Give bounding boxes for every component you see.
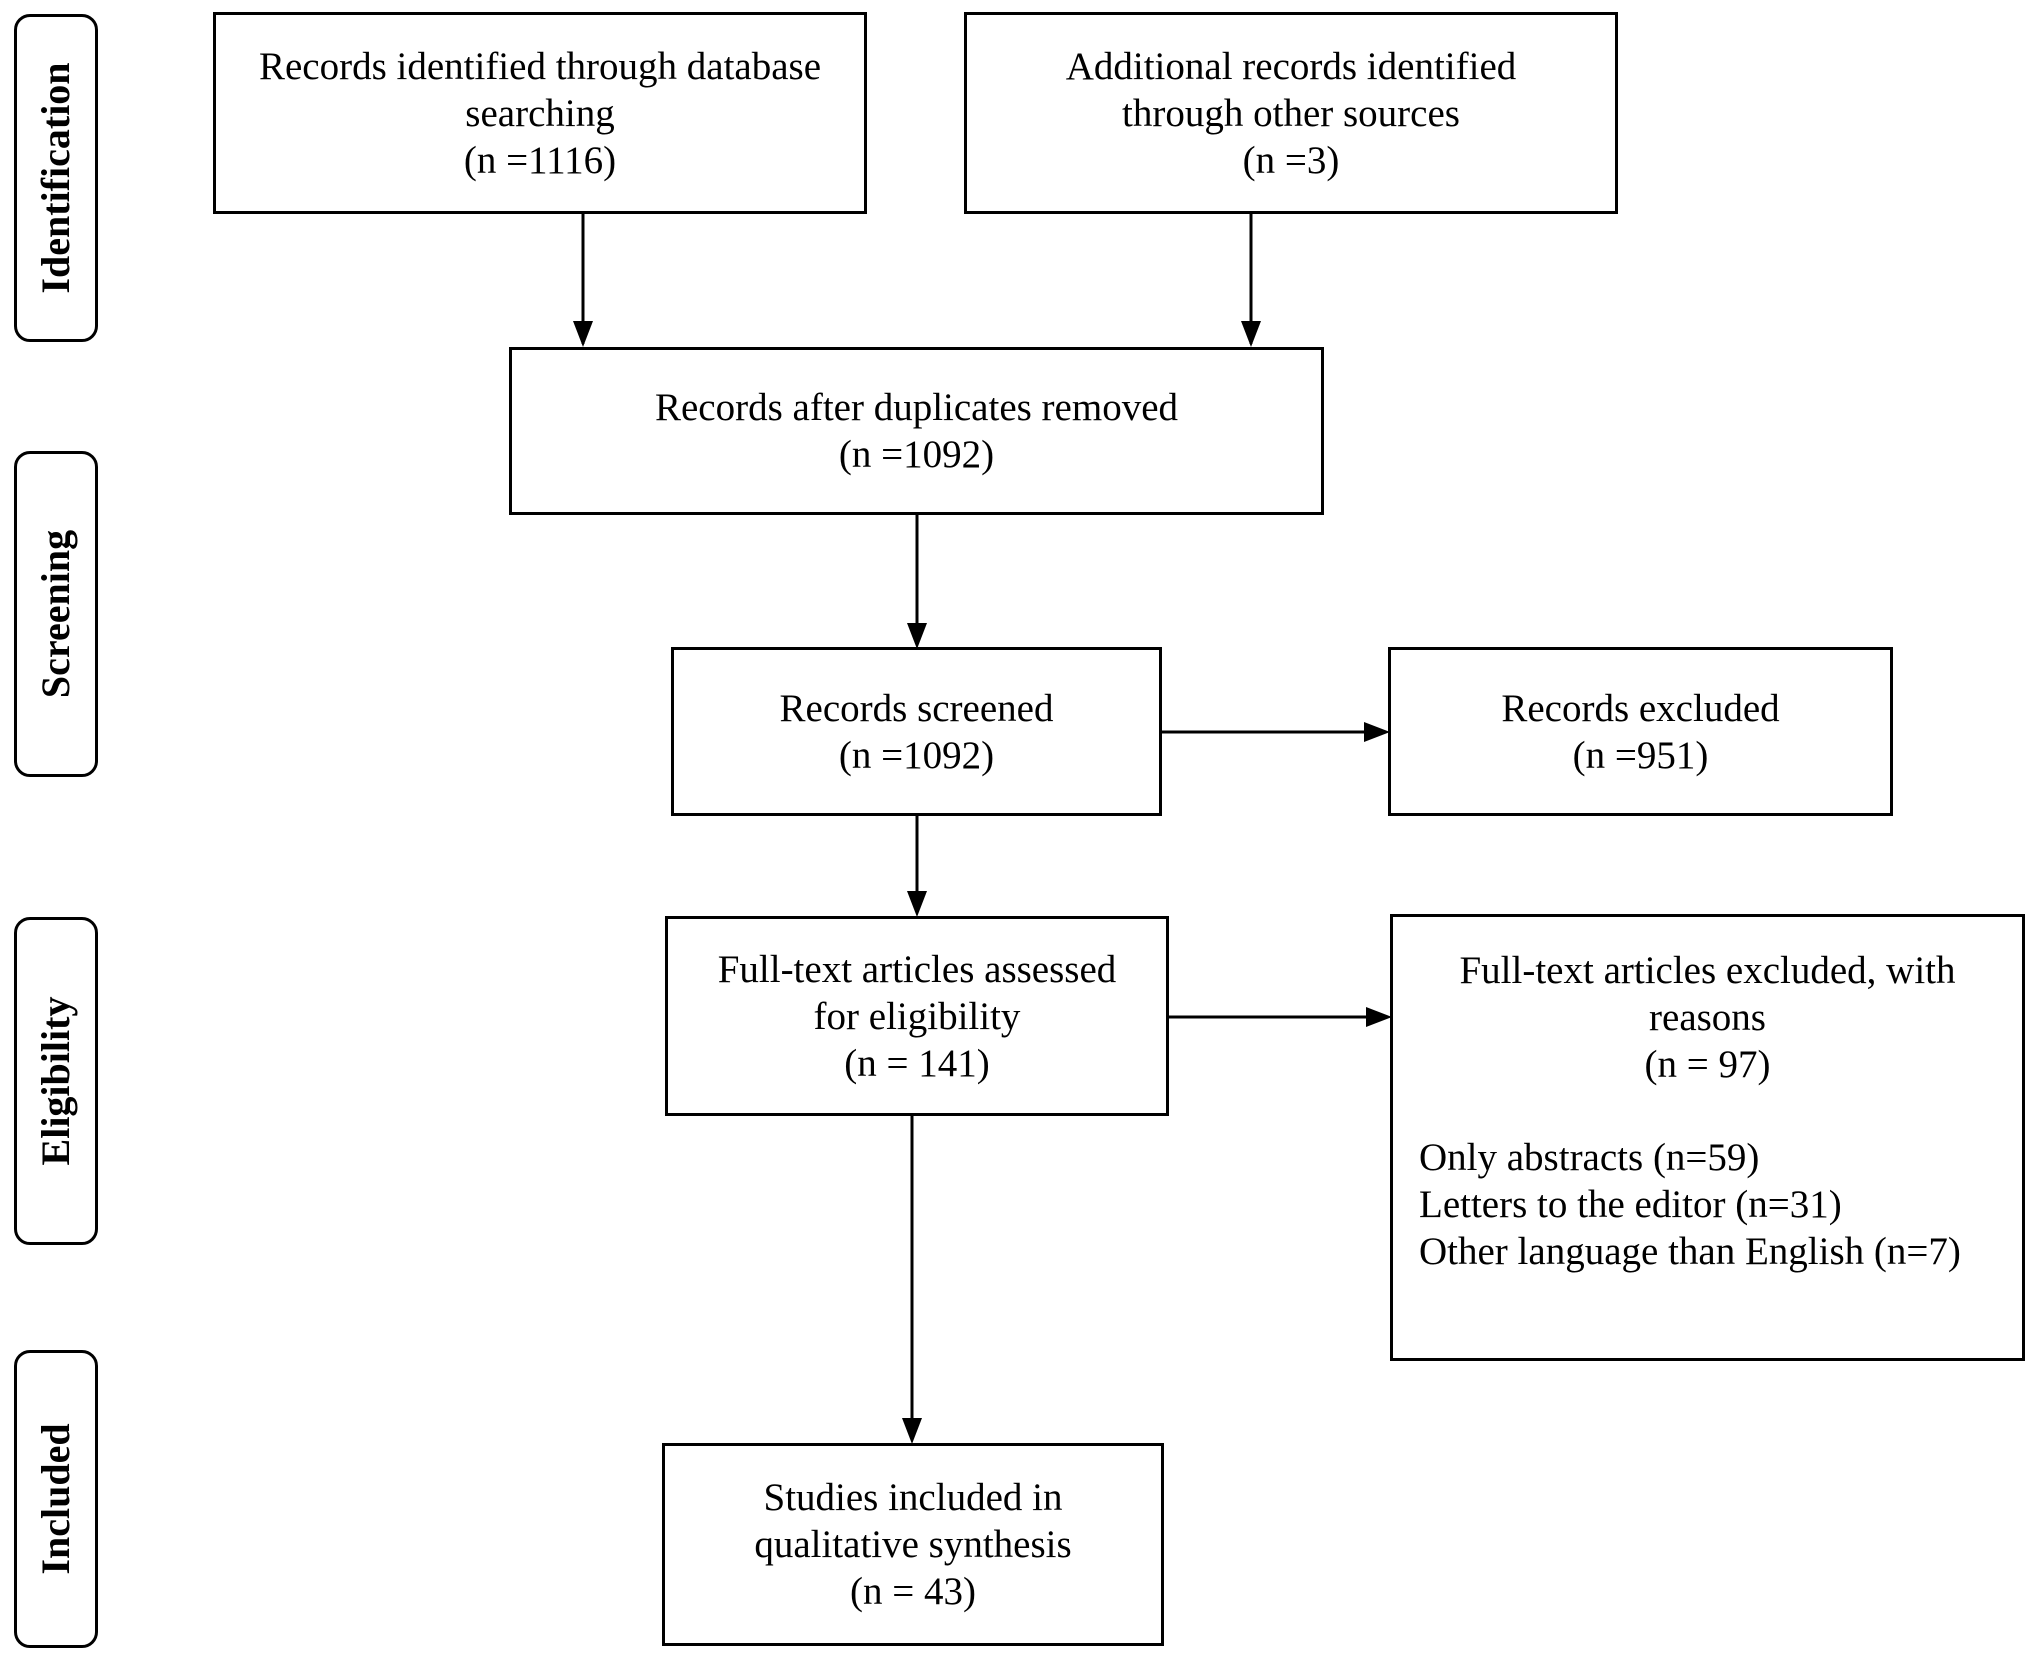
exclusion-reason: Letters to the editor (n=31) xyxy=(1419,1183,1842,1226)
other-sources-count: (n =3) xyxy=(1242,138,1340,182)
arrowhead-dedup-to-screened xyxy=(907,623,927,649)
other-sources-line2: through other sources xyxy=(1122,91,1460,135)
box-fulltext-assessed: Full-text articles assessed for eligibil… xyxy=(665,916,1169,1116)
stage-tab-eligibility: Eligibility xyxy=(14,917,98,1245)
studies-included-line1: Studies included in xyxy=(763,1476,1063,1519)
exclusion-reason: Other language than English (n=7) xyxy=(1419,1230,1961,1273)
database-records-line2: searching xyxy=(465,91,615,135)
fulltext-excluded-count: (n = 97) xyxy=(1644,1043,1771,1086)
records-excluded-line1: Records excluded xyxy=(1501,686,1780,730)
fulltext-assessed-line1: Full-text articles assessed xyxy=(717,947,1117,991)
box-after-duplicates: Records after duplicates removed (n =109… xyxy=(509,347,1324,515)
box-other-sources: Additional records identified through ot… xyxy=(964,12,1618,214)
box-records-excluded: Records excluded (n =951) xyxy=(1388,647,1893,816)
arrowhead-db-to-dedup xyxy=(573,321,593,347)
after-duplicates-line1: Records after duplicates removed xyxy=(654,386,1179,429)
studies-included-line2: qualitative synthesis xyxy=(754,1523,1072,1566)
exclusion-reason: Only abstracts (n=59) xyxy=(1419,1136,1760,1179)
other-sources-line1: Additional records identified xyxy=(1065,44,1517,88)
after-duplicates-count: (n =1092) xyxy=(838,433,995,476)
fulltext-assessed-count: (n = 141) xyxy=(844,1041,990,1085)
arrowhead-fulltext-to-excluded xyxy=(1366,1007,1392,1027)
arrowhead-screened-to-excluded xyxy=(1364,722,1390,742)
box-records-screened: Records screened (n =1092) xyxy=(671,647,1162,816)
stage-tab-screening: Screening xyxy=(14,451,98,777)
records-screened-count: (n =1092) xyxy=(838,733,995,777)
fulltext-excluded-line2: reasons xyxy=(1649,996,1766,1039)
exclusion-reasons-list: Only abstracts (n=59) Letters to the edi… xyxy=(1393,1134,2022,1275)
arrowhead-screened-to-fulltext xyxy=(907,891,927,917)
box-database-records: Records identified through database sear… xyxy=(213,12,867,214)
records-screened-line1: Records screened xyxy=(779,686,1054,730)
stage-tab-included: Included xyxy=(14,1350,98,1648)
fulltext-excluded-line1: Full-text articles excluded, with xyxy=(1459,949,1956,992)
stage-tab-identification: Identification xyxy=(14,14,98,342)
database-records-line1: Records identified through database xyxy=(258,44,822,88)
records-excluded-count: (n =951) xyxy=(1572,733,1709,777)
fulltext-assessed-line2: for eligibility xyxy=(813,994,1021,1038)
studies-included-count: (n = 43) xyxy=(850,1570,976,1613)
database-records-count: (n =1116) xyxy=(463,138,617,182)
arrowhead-fulltext-to-included xyxy=(902,1418,922,1444)
box-fulltext-excluded: Full-text articles excluded, with reason… xyxy=(1390,914,2025,1361)
arrowhead-other-to-dedup xyxy=(1241,321,1261,347)
box-studies-included: Studies included in qualitative synthesi… xyxy=(662,1443,1164,1646)
